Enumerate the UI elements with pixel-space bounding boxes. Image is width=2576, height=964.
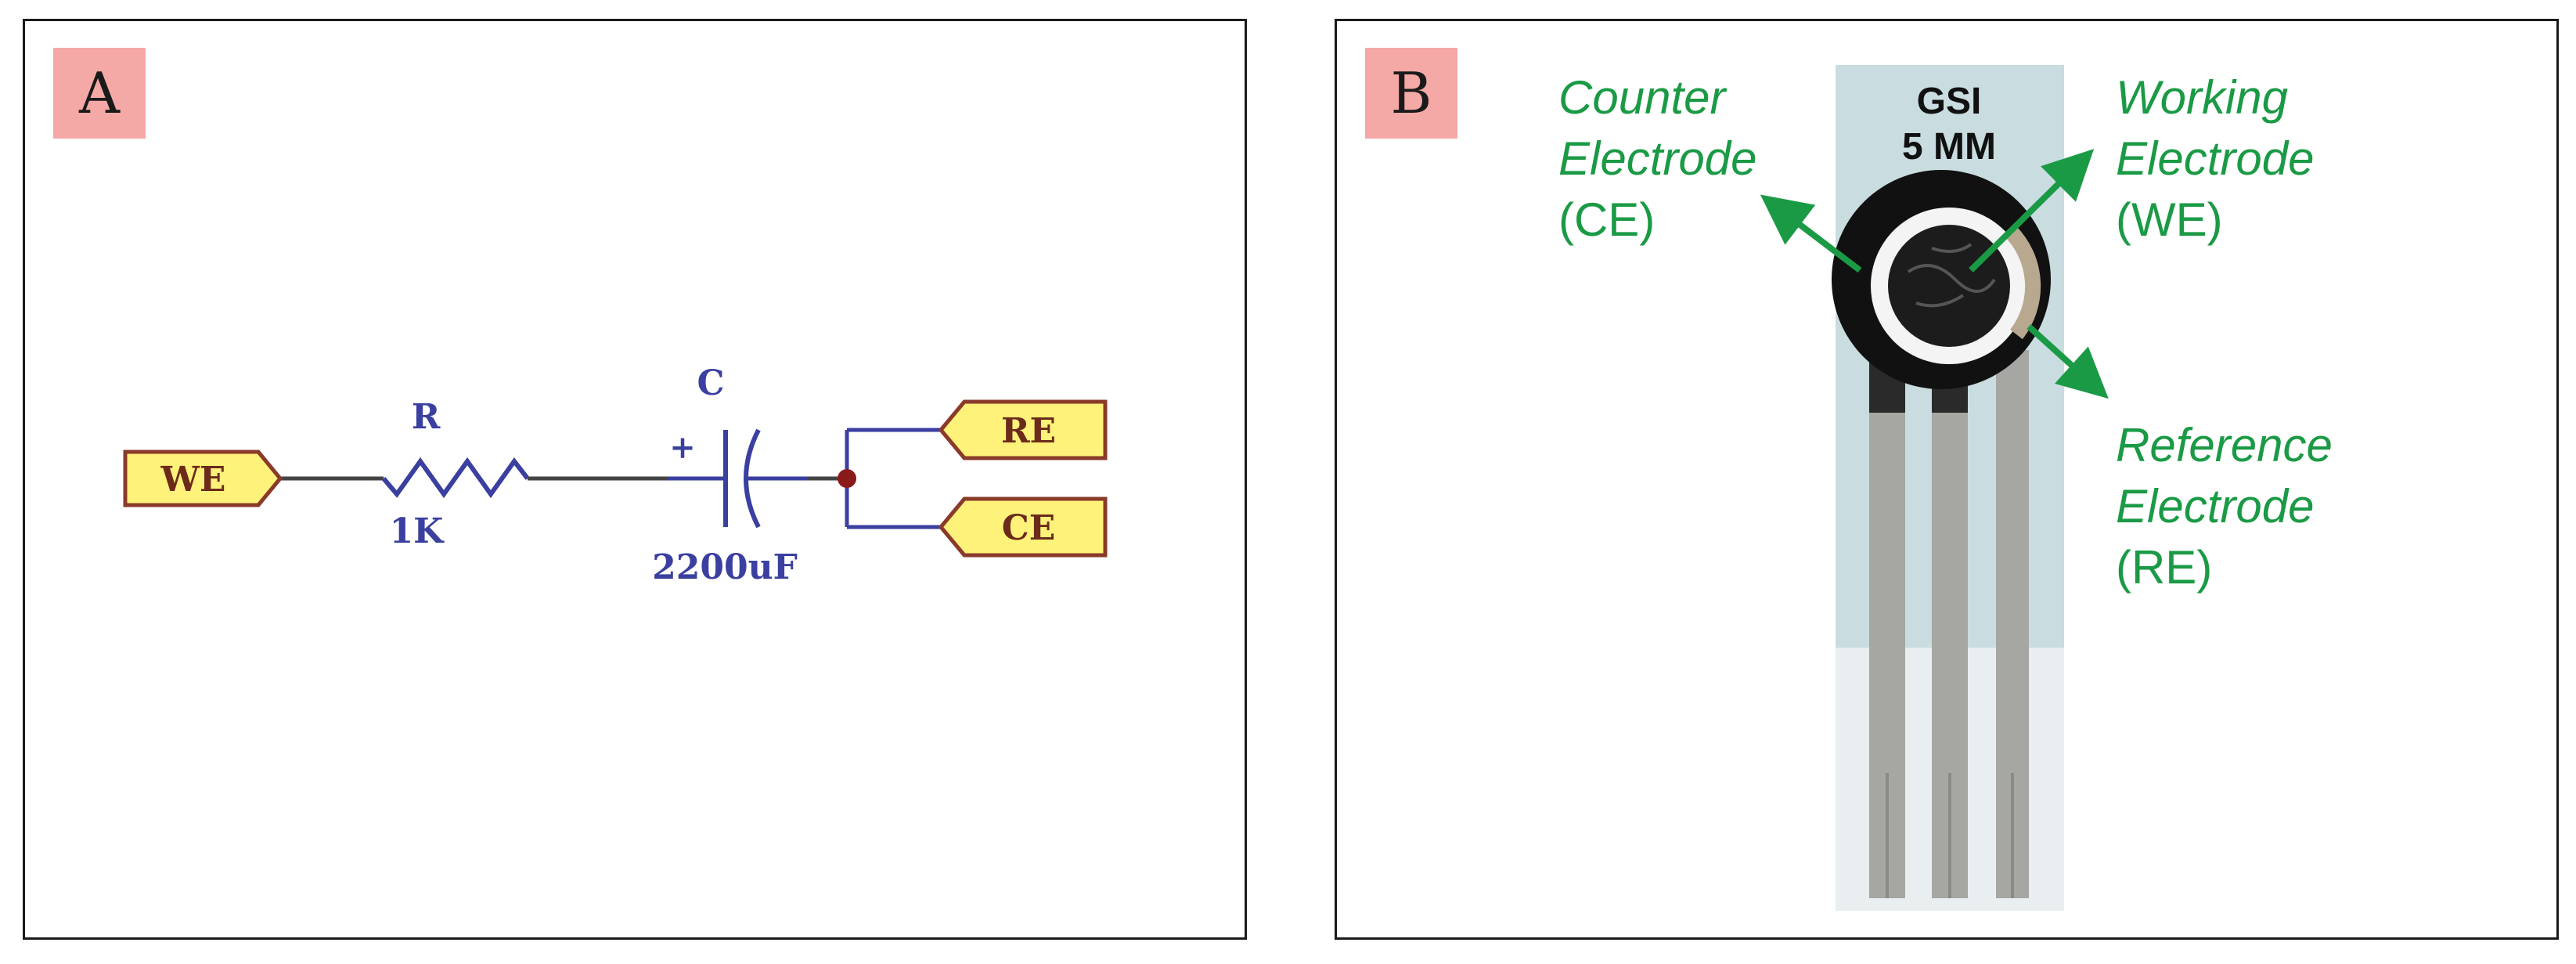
reference-electrode — [2004, 225, 2041, 340]
junction-dot — [838, 469, 856, 488]
label-reference-line1: Reference — [2116, 419, 2333, 471]
circuit-schematic: WE RE CE R 1K C + 2200uF — [123, 363, 1108, 587]
terminal-ce: CE — [938, 496, 1108, 558]
terminal-ce-label: CE — [1002, 508, 1056, 548]
label-reference-line3: (RE) — [2116, 541, 2212, 594]
label-counter-line1: Counter — [1558, 71, 1727, 124]
terminal-we: WE — [123, 450, 283, 507]
arrow-counter — [1760, 194, 1862, 273]
working-electrode-texture — [1907, 243, 1996, 308]
terminal-re: RE — [938, 399, 1108, 460]
arrow-working — [1969, 149, 2095, 273]
label-working-electrode: Working Electrode (WE) — [2116, 71, 2314, 246]
label-counter-line3: (CE) — [1558, 193, 1655, 246]
capacitor-value: 2200uF — [652, 547, 798, 587]
label-working-line2: Electrode — [2116, 132, 2314, 185]
panel-b-tag: B — [1365, 48, 1457, 139]
terminal-we-label: WE — [160, 460, 226, 500]
working-electrode — [1888, 225, 2010, 347]
sensor-brand: GSI — [1917, 81, 1982, 122]
label-reference-electrode: Reference Electrode (RE) — [2116, 419, 2333, 594]
sensor-illustration: GSI 5 MM Counter Electrode (CE) Working … — [1558, 65, 2333, 911]
resistor-value: 1K — [390, 511, 445, 551]
panel-b-sensor: B GSI 5 MM Counter — [1335, 19, 2559, 940]
label-reference-line2: Electrode — [2116, 480, 2314, 533]
label-working-line3: (WE) — [2116, 193, 2223, 246]
terminal-re-label: RE — [1001, 411, 1056, 451]
panel-a-tag: A — [53, 48, 146, 139]
arrow-reference — [2027, 324, 2109, 399]
panel-a-schematic: A WE RE CE R 1K C + 2 — [23, 19, 1247, 940]
capacitor-name: C — [697, 363, 724, 403]
label-working-line1: Working — [2116, 71, 2288, 124]
resistor-name: R — [412, 397, 441, 437]
sensor-size: 5 MM — [1902, 126, 1996, 168]
label-counter-line2: Electrode — [1558, 132, 1756, 185]
label-counter-electrode: Counter Electrode (CE) — [1558, 71, 1756, 246]
capacitor-polarity: + — [669, 429, 696, 466]
resistor-zigzag — [381, 457, 530, 499]
